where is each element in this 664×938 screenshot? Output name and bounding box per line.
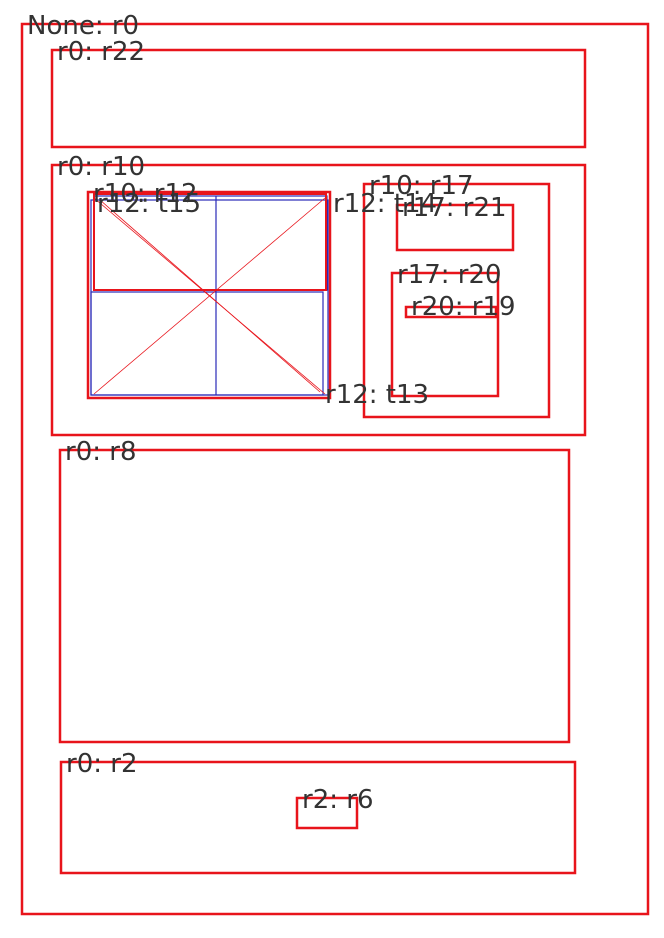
region-box-r17	[362, 182, 551, 419]
label-r6: r2: r6	[302, 785, 374, 815]
region-box-r10	[50, 163, 587, 437]
label-t15: r12: t15	[97, 189, 201, 219]
label-t14: r12: t14	[333, 189, 437, 219]
label-r21: r17: r21	[402, 193, 507, 223]
label-r20: r17: r20	[397, 260, 502, 290]
cross-line-c	[99, 199, 321, 393]
region-box-r2	[59, 760, 577, 875]
text-box-t13	[90, 199, 329, 396]
label-t13: r12: t13	[325, 380, 429, 410]
label-r22: r0: r22	[57, 37, 145, 67]
region-box-r12-band	[93, 193, 327, 291]
region-box-r20	[390, 271, 500, 398]
label-r12: r10: r12	[93, 179, 198, 209]
region-box-r12	[86, 190, 332, 400]
region-labels: None: r0 r0: r22 r0: r10 r10: r12 r12: t…	[27, 11, 516, 815]
label-r10: r0: r10	[57, 152, 145, 182]
label-r19: r20: r19	[411, 292, 516, 322]
label-r8: r0: r8	[65, 437, 137, 467]
crossing-lines	[93, 197, 326, 395]
region-box-r6	[295, 796, 359, 830]
label-r0: None: r0	[27, 11, 139, 41]
region-boxes	[20, 22, 650, 916]
label-r2: r0: r2	[66, 749, 138, 779]
text-box-t14	[90, 291, 324, 396]
region-box-r21	[395, 203, 515, 252]
region-box-r19	[404, 305, 498, 319]
label-r17: r10: r17	[369, 171, 474, 201]
region-box-r0	[20, 22, 650, 916]
region-box-r8	[58, 448, 571, 744]
region-box-r22	[50, 48, 587, 149]
